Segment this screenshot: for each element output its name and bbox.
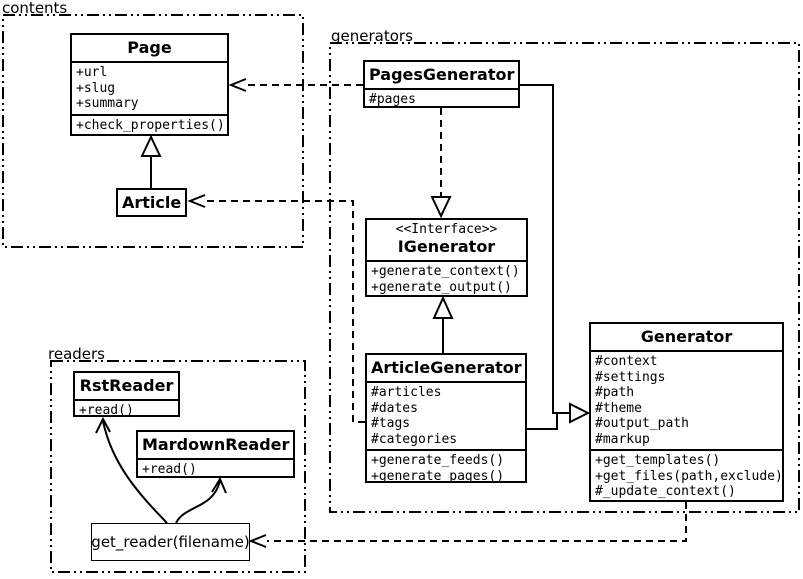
open-arrowhead-mardownreader [211, 476, 227, 494]
realization-triangle-igenerator-top [430, 196, 452, 219]
open-arrowhead-article [187, 194, 206, 208]
class-igenerator-title: IGenerator [397, 237, 496, 256]
method: #_update_context() [595, 484, 736, 499]
attribute: #output_path [595, 416, 689, 431]
class-generator: Generator #context #settings #path #them… [589, 322, 784, 502]
function-box-get-reader-label: get_reader(filename) [91, 533, 250, 551]
method: +generate_output() [371, 279, 512, 295]
class-articlegenerator-attributes: #articles #dates #tags #categories [367, 381, 525, 449]
method: +check_properties() [76, 117, 225, 133]
method: +read() [79, 403, 134, 417]
package-label-generators: generators [331, 27, 413, 45]
class-page: Page +url +slug +summary +check_properti… [70, 33, 229, 136]
class-mardownreader-methods: +read() [138, 458, 293, 477]
class-rstreader-title: RstReader [79, 376, 174, 395]
class-rstreader-methods: +read() [75, 399, 178, 417]
class-pagesgenerator: PagesGenerator #pages [363, 60, 520, 108]
attribute: #path [595, 385, 635, 400]
open-arrowhead-getreader [248, 534, 267, 548]
method: +read() [142, 462, 197, 477]
arrow-curve-getreader-mardownreader [175, 480, 221, 524]
class-article: Article [116, 188, 187, 217]
class-articlegenerator-methods: +generate_feeds() +generate_pages() [367, 449, 525, 483]
contents-package-border [2, 14, 304, 248]
method: +generate_context() [371, 264, 520, 279]
attribute: +url [76, 65, 108, 80]
attribute: #context [595, 354, 658, 369]
arrow-curve-getreader-rstreader [102, 420, 168, 524]
class-page-attributes: +url +slug +summary [72, 61, 227, 114]
inheritance-triangle-generator-left [569, 402, 591, 424]
class-mardownreader-title: MardownReader [142, 435, 290, 454]
class-igenerator-stereotype: <<Interface>> [395, 222, 498, 237]
class-pagesgenerator-title: PagesGenerator [369, 65, 515, 84]
inheritance-triangle-article-page [140, 134, 162, 157]
class-generator-title: Generator [640, 327, 733, 346]
class-generator-methods: +get_templates() +get_files(path,exclude… [591, 449, 783, 500]
open-arrowhead-page [228, 78, 247, 92]
attribute: #dates [371, 400, 418, 416]
class-igenerator-methods: +generate_context() +generate_output() [367, 260, 526, 295]
attribute: #theme [595, 400, 642, 416]
class-rstreader: RstReader +read() [73, 371, 180, 417]
class-articlegenerator: ArticleGenerator #articles #dates #tags … [365, 353, 527, 483]
dependency-line-generator-getreader [267, 502, 687, 542]
inheritance-line-articlegenerator-generator [527, 412, 570, 430]
class-article-title: Article [122, 193, 182, 212]
package-label-readers: readers [48, 345, 105, 363]
class-igenerator: <<Interface>> IGenerator +generate_conte… [365, 218, 528, 297]
attribute: #articles [371, 385, 442, 400]
readers-package-border [50, 360, 306, 573]
dependency-line-articlegenerator-article [206, 200, 365, 423]
attribute: +slug [76, 80, 116, 96]
class-mardownreader: MardownReader +read() [136, 430, 295, 478]
attribute: #pages [369, 92, 416, 107]
method: +get_templates() [595, 453, 721, 468]
attribute: #tags [371, 416, 411, 431]
function-box-get-reader: get_reader(filename) [91, 523, 250, 561]
method: +get_files(path,exclude) [595, 468, 783, 484]
package-label-contents: contents [2, 0, 68, 17]
inheritance-triangle-igenerator-bottom [432, 295, 454, 319]
method: +generate_feeds() [371, 453, 505, 468]
attribute: #settings [595, 369, 666, 385]
open-arrowhead-rstreader [95, 416, 111, 434]
class-page-title: Page [127, 38, 172, 57]
class-igenerator-header: <<Interface>> IGenerator [367, 220, 526, 260]
class-articlegenerator-title: ArticleGenerator [371, 358, 522, 377]
class-generator-attributes: #context #settings #path #theme #output_… [591, 350, 782, 449]
class-page-methods: +check_properties() [72, 113, 227, 135]
class-pagesgenerator-attributes: #pages [365, 88, 518, 107]
generators-package-border [329, 42, 800, 513]
method: +generate_pages() [371, 468, 505, 483]
attribute: #markup [595, 431, 650, 447]
attribute: +summary [76, 96, 139, 111]
attribute: #categories [371, 431, 458, 447]
